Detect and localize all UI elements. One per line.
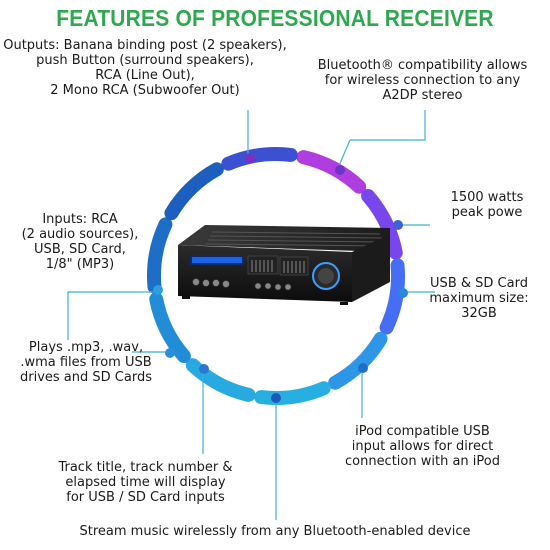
ring-segment <box>296 150 367 194</box>
dot-usb <box>398 288 408 298</box>
callout-plays: Plays .mp3, .wav, .wma files from USB dr… <box>20 340 152 385</box>
dot-plays <box>165 348 175 358</box>
callout-usb-sd: USB & SD Card maximum size: 32GB <box>429 276 529 321</box>
callout-watts: 1500 watts peak powe <box>450 190 524 220</box>
leader-bluetooth-h <box>350 110 426 141</box>
dot-outputs <box>245 153 255 163</box>
callout-inputs: Inputs: RCA (2 audio sources), USB, SD C… <box>21 212 139 272</box>
ring-segment <box>221 147 298 171</box>
dot-stream <box>271 393 281 403</box>
ring-segment <box>185 358 256 402</box>
ring-segments <box>147 147 405 405</box>
dot-inputs <box>153 285 163 295</box>
dot-watts <box>393 220 403 230</box>
leader-bluetooth <box>337 139 351 169</box>
callout-stream: Stream music wirelessly from any Bluetoo… <box>79 524 471 539</box>
callout-ipod: iPod compatible USB input allows for dir… <box>344 424 500 469</box>
ring-segment <box>147 217 173 294</box>
dot-track <box>199 364 209 374</box>
ring-segment <box>379 258 405 335</box>
page-title: FEATURES OF PROFESSIONAL RECEIVER <box>56 6 494 32</box>
dot-ipod <box>358 363 368 373</box>
ring-segment <box>328 331 388 390</box>
callout-bluetooth: Bluetooth® compatibility allows for wire… <box>317 58 528 103</box>
leader-lines <box>67 110 435 520</box>
ring-segment <box>254 381 331 405</box>
ring-segment <box>164 162 224 221</box>
ring-segment <box>361 188 403 260</box>
ring-segment <box>149 292 191 364</box>
ring-dots <box>153 153 408 403</box>
callout-outputs: Outputs: Banana binding post (2 speakers… <box>3 38 287 98</box>
dot-bluetooth <box>335 165 345 175</box>
receiver-image <box>178 225 390 305</box>
leader-inputs <box>67 291 155 340</box>
callout-track: Track title, track number & elapsed time… <box>58 460 233 505</box>
